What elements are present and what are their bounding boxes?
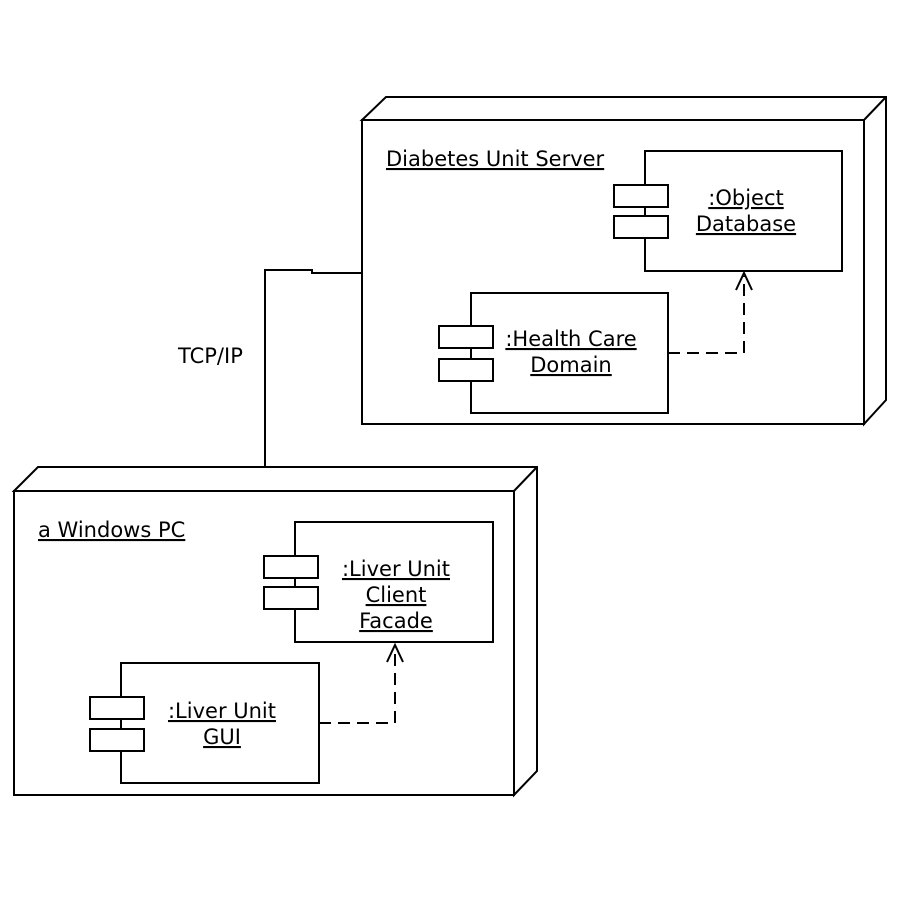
component-tab-icon [263,555,319,579]
client-facade-line1: :Liver Unit [342,557,450,581]
component-tab-icon [438,325,494,349]
gui-component: :Liver Unit GUI [89,662,320,784]
object-database-component: :Object Database [613,150,843,272]
component-tab-icon [263,586,319,610]
health-care-domain-line2: Domain [530,353,612,377]
connection-label: TCP/IP [177,344,243,368]
arrowhead-icon [386,642,404,663]
tcp-ip-connection [264,269,362,467]
health-care-domain-line1: :Health Care [505,327,636,351]
server-node-name: Diabetes Unit Server [386,147,605,171]
component-tab-icon [613,184,669,208]
dependency-health-to-db [668,270,753,354]
gui-line2: GUI [203,725,241,749]
health-care-domain-component: :Health Care Domain [438,292,669,414]
gui-line1: :Liver Unit [168,699,276,723]
component-tab-icon [438,358,494,382]
object-database-line1: :Object [708,186,783,210]
dependency-gui-to-facade [319,642,404,724]
object-database-line2: Database [696,212,796,236]
client-facade-line2: Client [366,583,427,607]
component-tab-icon [613,215,669,239]
windows-pc-node-name: a Windows PC [38,518,185,542]
arrowhead-icon [735,270,753,291]
component-tab-icon [89,728,145,752]
component-tab-icon [89,696,145,720]
client-facade-component: :Liver Unit Client Facade [263,521,494,643]
client-facade-line3: Facade [359,609,433,633]
